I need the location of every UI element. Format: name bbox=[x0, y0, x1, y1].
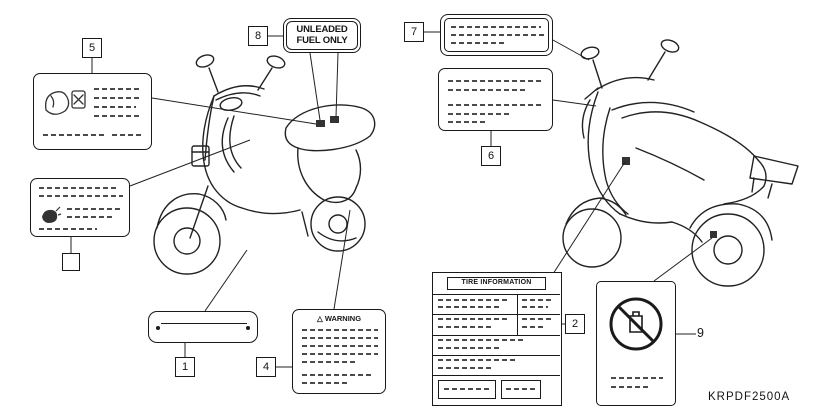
fuel-label-line2: FUEL ONLY bbox=[296, 35, 348, 46]
callout-8: 8 bbox=[248, 26, 268, 46]
redacted-text-line bbox=[448, 113, 512, 115]
redacted-text-line bbox=[438, 339, 523, 341]
diagram-part-code: KRPDF2500A bbox=[708, 391, 791, 403]
redacted-text-line bbox=[451, 26, 541, 28]
redacted-text-line bbox=[94, 115, 142, 117]
redacted-text-line bbox=[302, 337, 378, 339]
tire-table-rule bbox=[433, 355, 560, 356]
redacted-text-line bbox=[522, 306, 548, 308]
redacted-text-line bbox=[39, 187, 119, 189]
warning-triangle-icon: △ bbox=[316, 314, 323, 323]
redacted-text-line bbox=[302, 382, 348, 384]
redacted-text-line bbox=[448, 89, 526, 91]
callout-5-number: 5 bbox=[88, 41, 96, 54]
callout-5: 5 bbox=[82, 38, 102, 58]
label-box-8-fuel: UNLEADED FUEL ONLY bbox=[283, 18, 361, 53]
redacted-text-line bbox=[94, 106, 136, 108]
redacted-text-line bbox=[438, 306, 500, 308]
redacted-text-line bbox=[438, 359, 516, 361]
redacted-text-line bbox=[438, 326, 493, 328]
scooter-rear-view-illustration bbox=[562, 39, 799, 287]
redacted-text-line bbox=[444, 388, 490, 390]
warning-label-title: △ WARNING bbox=[293, 314, 385, 323]
tire-table-rule bbox=[433, 294, 560, 295]
redacted-text-line bbox=[438, 318, 510, 320]
callout-4-number: 4 bbox=[262, 360, 270, 373]
plate-hole-left bbox=[156, 326, 160, 330]
redacted-text-line bbox=[522, 318, 553, 320]
redacted-text-line bbox=[438, 347, 500, 349]
label-box-2-tire-information: TIRE INFORMATION bbox=[432, 272, 562, 406]
label-box-7 bbox=[440, 14, 553, 56]
scooter-front-view-illustration bbox=[153, 54, 376, 275]
label-box-mid-left bbox=[30, 178, 130, 237]
fuel-label-text: UNLEADED FUEL ONLY bbox=[284, 24, 360, 46]
redacted-text-line bbox=[522, 299, 553, 301]
care-pictogram-icon bbox=[45, 90, 86, 115]
callout-1: 1 bbox=[175, 357, 195, 377]
callout-1-number: 1 bbox=[181, 360, 189, 373]
tire-table-rule bbox=[433, 314, 560, 315]
redacted-text-line bbox=[94, 88, 142, 90]
redacted-text-line bbox=[67, 208, 123, 210]
tire-information-title: TIRE INFORMATION bbox=[447, 277, 546, 290]
plate-hole-right bbox=[246, 326, 250, 330]
plate-slot-line bbox=[161, 323, 247, 324]
redacted-text-line bbox=[39, 195, 123, 197]
callout-6: 6 bbox=[481, 146, 501, 166]
redacted-text-line bbox=[451, 42, 506, 44]
redacted-text-line bbox=[43, 134, 105, 136]
callout-2: 2 bbox=[565, 314, 585, 334]
redacted-text-line bbox=[611, 386, 649, 388]
redacted-text-line bbox=[112, 134, 142, 136]
redacted-text-line bbox=[506, 388, 536, 390]
redacted-text-line bbox=[302, 361, 357, 363]
redacted-text-line bbox=[302, 345, 378, 347]
label-box-4-warning: △ WARNING bbox=[292, 309, 386, 394]
prohibition-icon bbox=[609, 297, 663, 351]
callout-4: 4 bbox=[256, 357, 276, 377]
label-box-5 bbox=[33, 73, 152, 150]
redacted-text-line bbox=[448, 80, 543, 82]
callout-9-number: 9 bbox=[697, 326, 704, 340]
redacted-text-line bbox=[451, 34, 544, 36]
redacted-text-line bbox=[522, 326, 544, 328]
callout-2-number: 2 bbox=[571, 317, 579, 330]
callout-7: 7 bbox=[404, 22, 424, 42]
redacted-text-line bbox=[67, 216, 115, 218]
redacted-text-line bbox=[611, 377, 663, 379]
callout-6-number: 6 bbox=[487, 149, 495, 162]
callout-8-number: 8 bbox=[254, 29, 262, 42]
callout-9: 9 bbox=[697, 326, 704, 340]
redacted-text-line bbox=[302, 374, 372, 376]
fuel-label-line1: UNLEADED bbox=[296, 24, 348, 35]
redacted-text-line bbox=[94, 97, 142, 99]
label-7-inner-border bbox=[444, 18, 549, 52]
callout-leader-lines bbox=[70, 31, 713, 368]
tire-table-rule bbox=[433, 375, 560, 376]
redacted-text-line bbox=[302, 353, 378, 355]
redacted-text-line bbox=[39, 228, 97, 230]
callout-blank bbox=[62, 253, 80, 271]
label-box-6 bbox=[438, 68, 553, 131]
tire-table-rule bbox=[433, 335, 560, 336]
callout-7-number: 7 bbox=[410, 25, 418, 38]
label-box-1 bbox=[148, 311, 258, 343]
redacted-text-line bbox=[302, 329, 378, 331]
redacted-text-line bbox=[438, 367, 493, 369]
redacted-text-line bbox=[448, 121, 488, 123]
redacted-text-line bbox=[438, 299, 510, 301]
label-box-9-prohibition bbox=[596, 281, 676, 406]
hand-pictogram-icon bbox=[42, 206, 62, 223]
warning-title-text: WARNING bbox=[324, 314, 362, 323]
redacted-text-line bbox=[448, 104, 543, 106]
fuel-label-inner-border bbox=[286, 21, 358, 50]
